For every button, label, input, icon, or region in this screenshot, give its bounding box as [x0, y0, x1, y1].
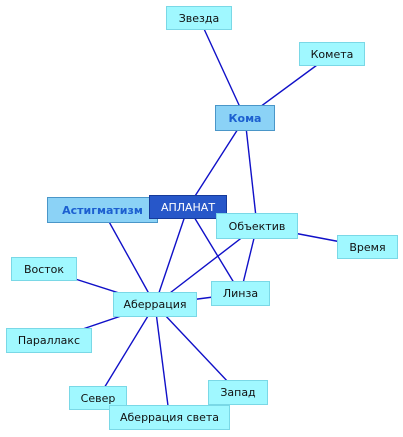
node-parallaks[interactable]: Параллакс: [6, 328, 92, 353]
edge-sever-aberraciya: [97, 304, 156, 399]
edge-koma-aplanat: [187, 117, 246, 208]
node-aberraciya-sveta[interactable]: Аберрация света: [109, 405, 230, 430]
node-vremya[interactable]: Время: [337, 235, 398, 259]
edge-koma-obektiv: [244, 117, 258, 227]
node-astigmatizm[interactable]: Астигматизм: [47, 197, 158, 223]
edge-obektiv-aberraciya: [154, 225, 258, 306]
node-aplanat[interactable]: АПЛАНАТ: [149, 195, 227, 219]
edge-aberraciya_sveta-aberraciya: [154, 304, 171, 418]
edge-zapad-aberraciya: [154, 304, 239, 393]
node-koma[interactable]: Кома: [215, 105, 275, 131]
node-vostok[interactable]: Восток: [11, 257, 77, 281]
edge-aplanat-linza: [187, 206, 242, 294]
node-kometa[interactable]: Комета: [299, 42, 365, 66]
edge-astigmatizm-aberraciya: [101, 209, 156, 305]
edge-zvezda-koma: [198, 17, 246, 119]
node-zapad[interactable]: Запад: [208, 380, 268, 405]
node-zvezda[interactable]: Звезда: [166, 6, 232, 30]
edge-aplanat-aberraciya: [154, 206, 189, 305]
node-linza[interactable]: Линза: [211, 281, 270, 306]
node-obektiv[interactable]: Объектив: [216, 213, 298, 239]
node-aberraciya[interactable]: Аберрация: [113, 292, 197, 317]
